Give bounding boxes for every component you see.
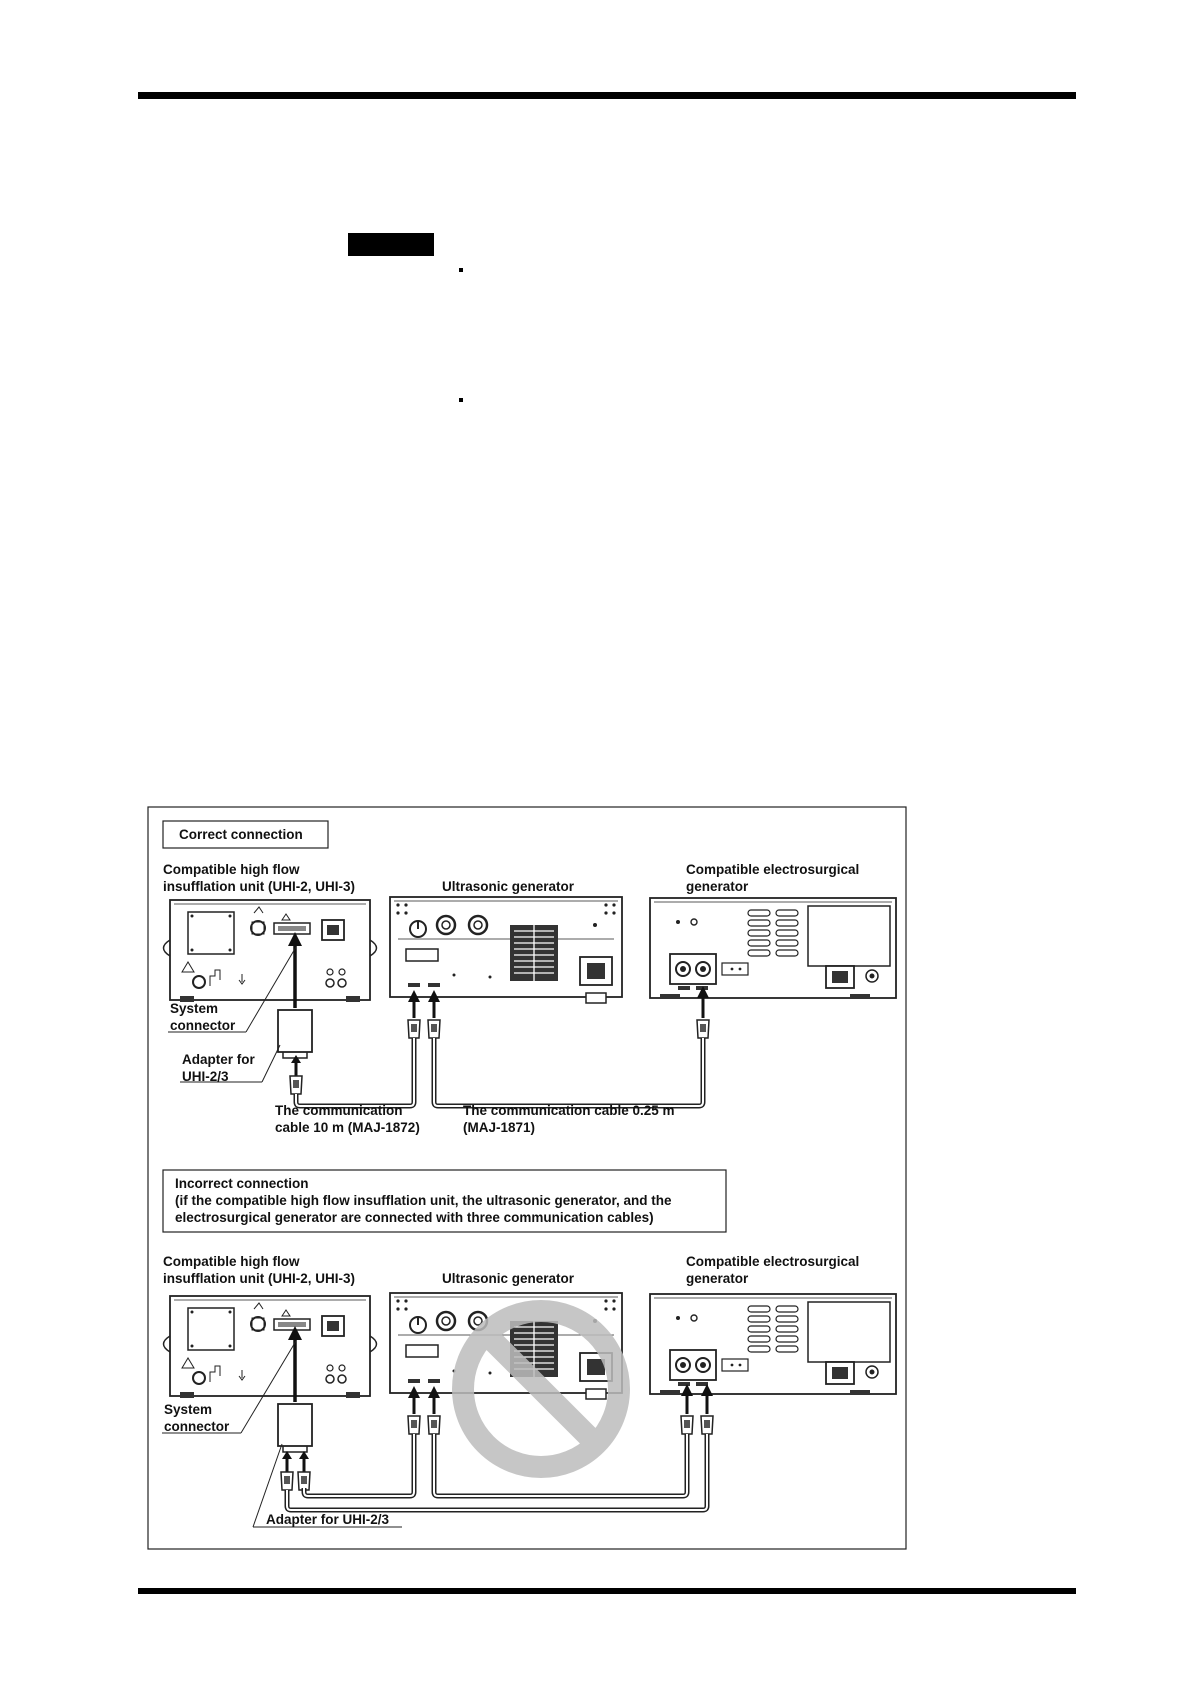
- esg-label-line1: Compatible electrosurgical: [686, 862, 859, 877]
- adapter-incorrect-label: Adapter for UHI-2/3: [266, 1512, 390, 1527]
- cable-10m-label-line1: The communication: [275, 1103, 403, 1118]
- ultrasonic-label-incorrect: Ultrasonic generator: [442, 1271, 575, 1286]
- incorrect-heading-line2: (if the compatible high flow insufflatio…: [175, 1193, 672, 1208]
- cable-10m-label-line2: cable 10 m (MAJ-1872): [275, 1120, 420, 1135]
- cable-025m-label-line1: The communication cable 0.25 m: [463, 1103, 675, 1118]
- system-connector-incorrect-line2: connector: [164, 1419, 230, 1434]
- electrosurgical-generator-correct: [649, 897, 897, 1000]
- plug-ultrasonic-left-incorrect: [407, 1415, 421, 1435]
- header-rule: [138, 92, 1076, 99]
- adapter-label-line1: Adapter for: [182, 1052, 256, 1067]
- system-connector-incorrect-line1: System: [164, 1402, 212, 1417]
- electrosurgical-generator-incorrect: [649, 1293, 897, 1396]
- incorrect-heading-line1: Incorrect connection: [175, 1176, 309, 1191]
- plug-esg-left-incorrect: [680, 1415, 694, 1435]
- cable-025m-label-line2: (MAJ-1871): [463, 1120, 535, 1135]
- leader-adapter-incorrect: [252, 1443, 283, 1528]
- adapter-box-incorrect: [277, 1403, 313, 1447]
- insufflation-unit-correct: [162, 899, 378, 1003]
- prohibition-icon: [452, 1300, 630, 1478]
- uhi-label-incorrect-line2: insufflation unit (UHI-2, UHI-3): [163, 1271, 355, 1286]
- incorrect-heading-line3: electrosurgical generator are connected …: [175, 1210, 654, 1225]
- adapter-box-correct: [277, 1009, 313, 1053]
- bullet-1: [459, 268, 463, 272]
- esg-label-incorrect-line1: Compatible electrosurgical: [686, 1254, 859, 1269]
- system-connector-label-line2: connector: [170, 1018, 236, 1033]
- esg-label-line2: generator: [686, 879, 749, 894]
- uhi-label-incorrect-line1: Compatible high flow: [163, 1254, 300, 1269]
- correct-heading: Correct connection: [179, 827, 303, 842]
- plug-ultrasonic-right-incorrect: [427, 1415, 441, 1435]
- leader-system-connector-incorrect: [240, 1340, 297, 1434]
- footer-rule: [138, 1588, 1076, 1594]
- plug-ultrasonic-left-correct: [407, 1019, 421, 1039]
- leader-adapter-correct: [261, 1044, 281, 1083]
- adapter-label-line2: UHI-2/3: [182, 1069, 229, 1084]
- ultrasonic-label: Ultrasonic generator: [442, 879, 575, 894]
- uhi-label-line1: Compatible high flow: [163, 862, 300, 877]
- plug-ultrasonic-right-correct: [427, 1019, 441, 1039]
- system-connector-label-line1: System: [170, 1001, 218, 1016]
- plug-adapter-right-incorrect: [297, 1471, 311, 1491]
- bullet-2: [459, 398, 463, 402]
- ultrasonic-generator-correct: [388, 895, 624, 1005]
- correct-heading-box: [162, 820, 329, 849]
- plug-esg-right-incorrect: [700, 1415, 714, 1435]
- plug-esg-correct: [696, 1019, 710, 1039]
- note-tag: [348, 233, 434, 256]
- leader-system-connector-correct: [245, 946, 297, 1033]
- esg-label-incorrect-line2: generator: [686, 1271, 749, 1286]
- insufflation-unit-incorrect: [162, 1295, 378, 1399]
- plug-adapter-left-incorrect: [280, 1471, 294, 1491]
- plug-adapter-correct: [289, 1075, 303, 1095]
- uhi-label-line2: insufflation unit (UHI-2, UHI-3): [163, 879, 355, 894]
- incorrect-heading-box: [162, 1169, 727, 1233]
